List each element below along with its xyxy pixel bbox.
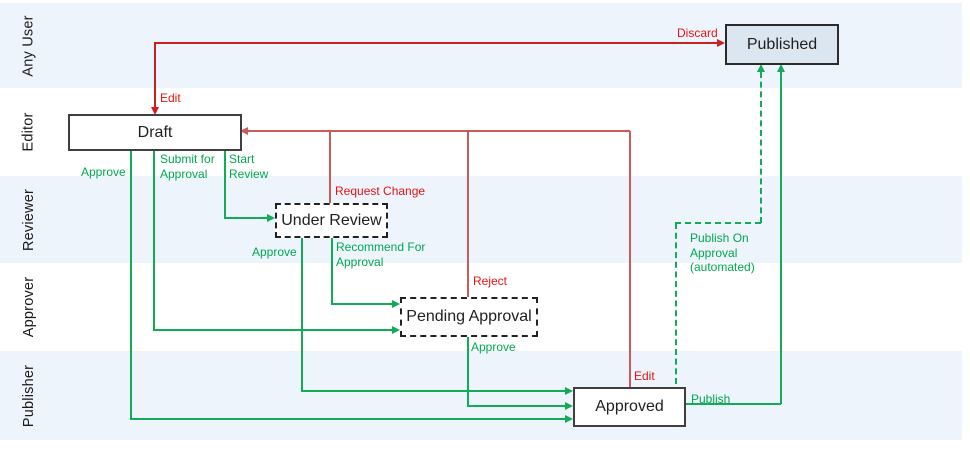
lane-reviewer: Reviewer [0,176,962,263]
edge-approve-draft-line-h [130,418,566,420]
edge-submit-approval-line-h [153,329,393,331]
edge-edit-published-line [154,42,156,107]
edge-approve-draft-label: Approve [81,165,126,179]
lane-label-editor: Editor [6,88,52,176]
edge-submit-approval-label: Submit for Approval [160,152,215,181]
edge-discard-line [154,42,717,44]
lane-label-publisher: Publisher [6,351,52,440]
edge-recommend-label: Recommend For Approval [336,240,426,269]
state-pending-approval-label: Pending Approval [406,308,532,325]
edge-approve-draft-line-v [130,150,132,419]
lane-label-reviewer: Reviewer [6,176,52,263]
edge-approve-review-line-v [301,238,303,391]
edge-approve-pending-label: Approve [471,340,516,354]
edge-publish-on-approval-line-h [675,222,761,224]
edge-start-review-arrowhead [267,214,275,222]
edge-publish-on-approval-line-v1 [675,223,677,384]
edge-publish-on-approval-label: Publish On Approval (automated) [690,231,755,275]
edge-request-change-line [329,131,331,203]
edge-publish-line-v [780,71,782,404]
edge-start-review-line-v [224,150,226,218]
edge-publish-on-approval-line-v2 [760,72,762,223]
state-approved: Approved [573,387,686,427]
lane-publisher: Publisher [0,351,962,440]
state-under-review-label: Under Review [281,211,382,229]
edge-approve-pending-arrowhead [565,402,573,410]
state-published: Published [725,24,839,65]
edge-recommend-line-v [331,238,333,304]
lane-label-text: Approver [21,276,37,338]
state-draft: Draft [68,114,242,151]
edge-reject-line [467,131,469,297]
lane-label-approver: Approver [6,263,52,351]
edge-request-change-label: Request Change [335,184,426,198]
state-pending-approval: Pending Approval [400,297,538,337]
edge-edit-approved-line [629,131,631,387]
edge-edit-published-arrowhead [151,107,159,115]
edge-discard-arrowhead [717,39,725,47]
lane-label-any-user: Any User [6,3,52,88]
edge-start-review-line-h [224,217,268,219]
edge-recommend-arrowhead [392,300,400,308]
edge-approve-pending-line-v [467,337,469,406]
edge-publish-on-approval-arrowhead [757,64,765,72]
edge-submit-approval-arrowhead [392,326,400,334]
edge-publish-arrowhead [777,64,785,72]
state-under-review: Under Review [275,203,388,238]
edge-return-to-draft-line [248,130,630,132]
edge-publish-line-h [686,403,781,405]
edge-approve-review-label: Approve [252,245,297,259]
lane-label-text: Any User [21,14,38,77]
edge-submit-approval-line-v [153,150,155,330]
state-published-label: Published [746,35,818,53]
edge-edit-approved-label: Edit [634,369,655,383]
edge-edit-published-label: Edit [160,91,181,105]
edge-discard-label: Discard [677,26,718,40]
edge-approve-pending-line-h [467,405,566,407]
edge-recommend-line-h [331,303,393,305]
state-approved-label: Approved [595,398,664,415]
edge-approve-draft-arrowhead [565,415,573,423]
edge-approve-review-arrowhead [565,387,573,395]
edge-approve-review-line-h [301,390,566,392]
state-draft-label: Draft [137,123,173,141]
lane-label-text: Editor [21,112,37,152]
lane-label-text: Publisher [21,364,37,427]
edge-publish-label: Publish [691,392,731,406]
edge-reject-label: Reject [473,274,508,288]
lane-label-text: Reviewer [21,188,38,251]
edge-start-review-label: Start Review [229,152,269,181]
edge-return-to-draft-arrowhead [240,127,248,135]
